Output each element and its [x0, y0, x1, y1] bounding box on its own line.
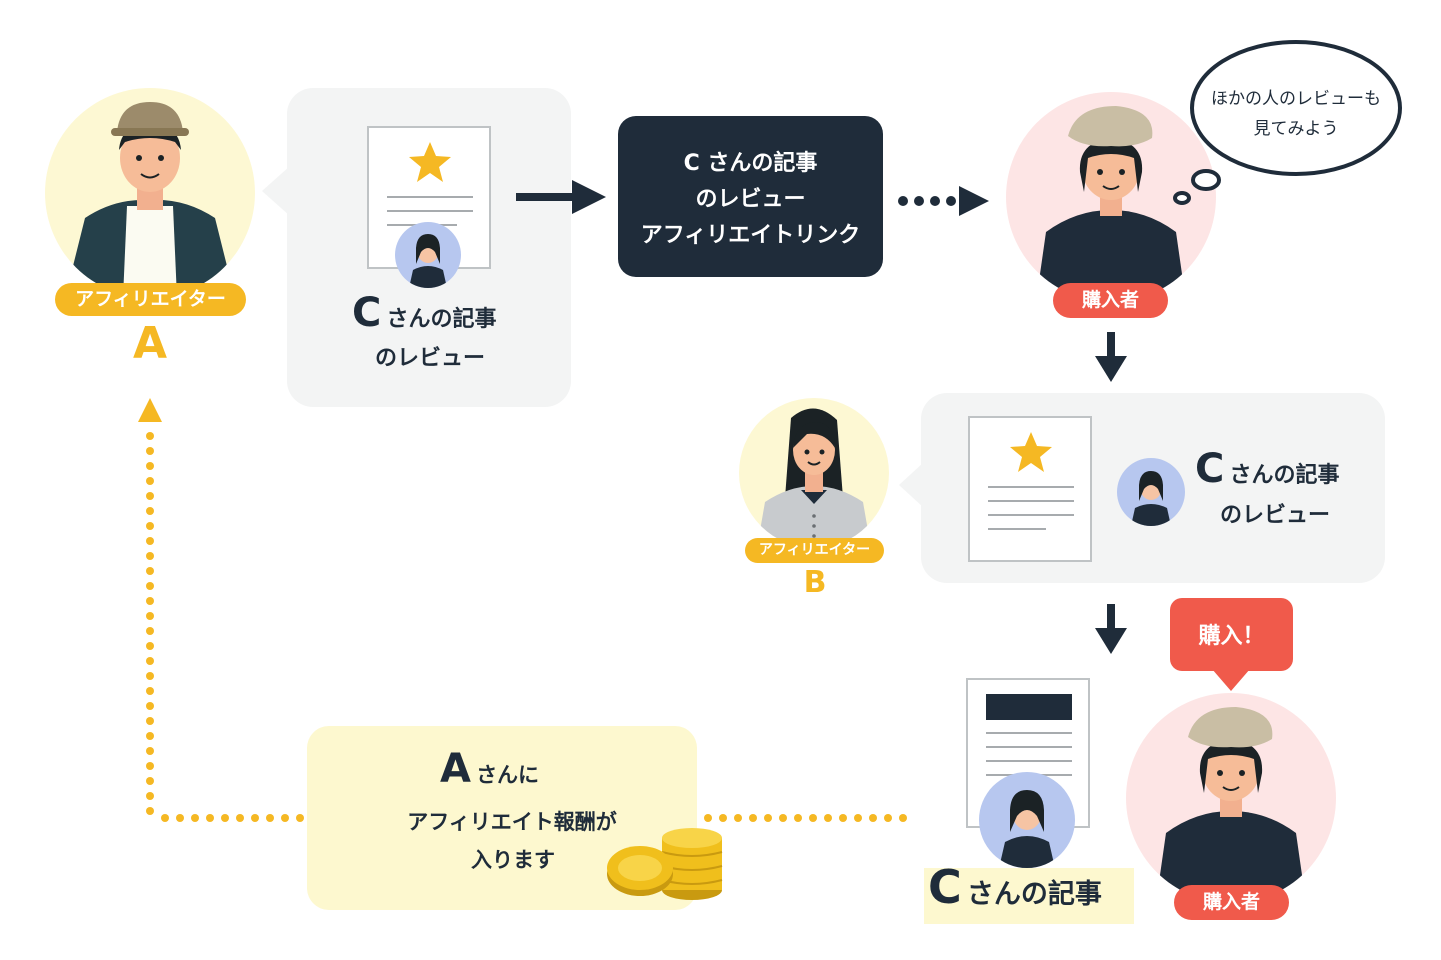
dotted-arrow-right-icon [898, 186, 989, 216]
purchase-bubble [1170, 598, 1293, 671]
affiliate-a-badge: アフィリエイター [55, 283, 246, 316]
review-document-mid [968, 416, 1092, 562]
thought-bubble-line2: 見てみよう [1253, 119, 1339, 139]
arrow-right-icon [516, 180, 606, 214]
link-box-line1: C さんの記事 [683, 151, 818, 176]
article-panel-mid-line2: のレビュー [1219, 503, 1330, 528]
speech-tail-icon [262, 166, 290, 216]
article-panel-top-title: C さんの記事 [352, 290, 522, 336]
link-box-line3: アフィリエイトリンク [640, 223, 861, 248]
author-c-avatar-mid [1117, 458, 1185, 526]
buyer-top-badge: 購入者 [1053, 283, 1168, 318]
affiliate-b-badge: アフィリエイター [745, 538, 884, 563]
article-panel-top-line1: さんの記事 [386, 307, 497, 332]
affiliate-b-avatar [739, 398, 889, 548]
affiliate-a-avatar [45, 88, 255, 298]
affiliate-link-box[interactable]: C さんの記事 のレビュー アフィリエイトリンク [618, 116, 883, 277]
article-panel-top-letter: C [352, 290, 382, 336]
star-icon [1010, 432, 1052, 472]
buyer-bottom-badge: 購入者 [1174, 885, 1289, 920]
link-box-line2: のレビュー [695, 187, 806, 212]
arrow-down-icon [1095, 332, 1127, 382]
thought-bubble-text: ほかの人のレビューも 見てみよう [1180, 84, 1412, 144]
article-panel-top-line2: のレビュー [374, 346, 485, 371]
buyer-bottom-avatar [1126, 693, 1336, 903]
article-header-bar [986, 694, 1072, 720]
author-c-avatar-top [395, 222, 461, 288]
affiliate-b-letter: B [803, 565, 827, 600]
reward-box-title: A さんに [440, 746, 600, 792]
c-article-label-bg [924, 868, 1134, 924]
article-panel-mid-title: C さんの記事 [1195, 446, 1375, 492]
speech-tail-icon [899, 463, 923, 507]
reward-letter: A [440, 746, 471, 792]
purchase-label: 購入！ [1198, 624, 1265, 649]
thought-bubble-line1: ほかの人のレビューも [1211, 89, 1381, 109]
star-icon [409, 142, 451, 182]
arrow-down-icon [1095, 604, 1127, 654]
c-article-letter: C [928, 860, 962, 914]
affiliate-a-letter: A [132, 318, 168, 369]
reward-line1: さんに [476, 763, 540, 787]
thought-bubble-shape [1173, 40, 1402, 205]
reward-line3: 入ります [471, 848, 555, 872]
coins-icon [607, 828, 723, 900]
article-panel-mid-line1: さんの記事 [1229, 463, 1340, 488]
c-article-label: C さんの記事 [928, 860, 1138, 914]
reward-dotted-path [138, 398, 907, 822]
article-panel-mid-letter: C [1195, 446, 1225, 492]
author-c-avatar-bottom [979, 772, 1075, 868]
speech-tail-icon [1212, 669, 1250, 691]
c-article-text: さんの記事 [966, 879, 1102, 910]
reward-line2: アフィリエイト報酬が [407, 810, 617, 834]
